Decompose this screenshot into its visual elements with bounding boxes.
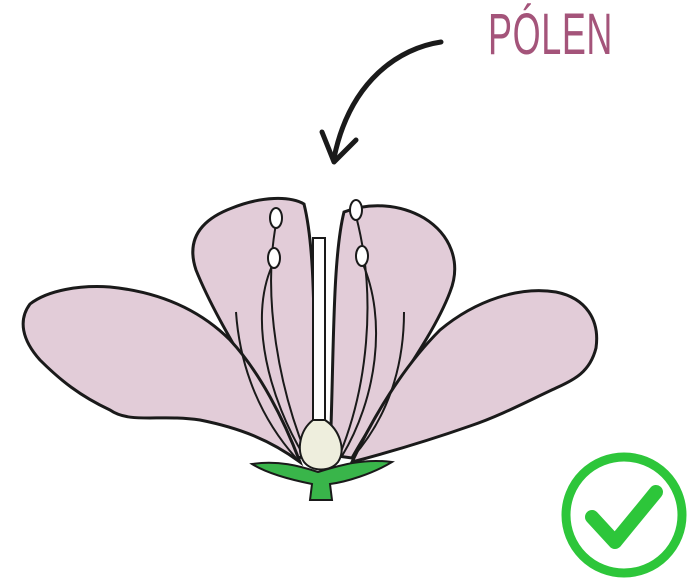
curved-arrow-icon: [322, 42, 441, 162]
anther: [350, 200, 362, 220]
checkmark-icon: [566, 457, 682, 573]
anther: [270, 208, 282, 228]
pistil-style: [313, 238, 325, 428]
anther: [356, 246, 368, 266]
anther: [268, 248, 280, 268]
